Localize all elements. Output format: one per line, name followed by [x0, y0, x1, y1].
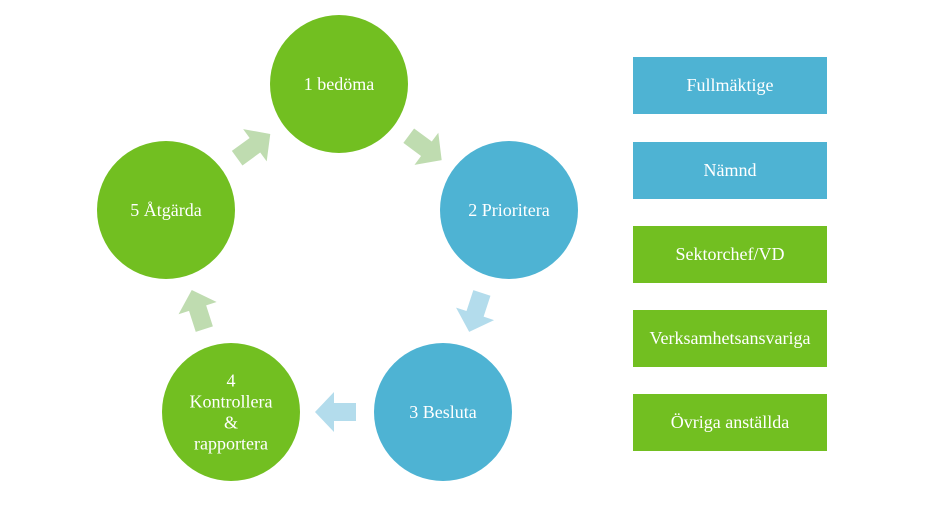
cycle-arrow-icon: [403, 128, 442, 165]
cycle-node-circle: [270, 15, 408, 153]
cycle-arrow-icon: [178, 290, 217, 332]
cycle-node-circle: [440, 141, 578, 279]
role-label: Fullmäktige: [686, 75, 774, 95]
role-label: Övriga anställda: [670, 412, 790, 432]
cycle-node-label: 4: [227, 371, 236, 391]
cycle-node-bedoma: 1 bedöma: [270, 15, 408, 153]
cycle-node-label: 3 Besluta: [409, 402, 477, 422]
cycle-node-besluta: 3 Besluta: [374, 343, 512, 481]
cycle-nodes: 1 bedöma 2 Prioritera 3 Besluta 4Kontroller…: [97, 15, 578, 481]
role-label: Sektorchef/VD: [675, 244, 785, 264]
cycle-node-label: &: [224, 413, 238, 433]
role-box-namnd: Nämnd: [633, 142, 827, 199]
cycle-node-circle: [97, 141, 235, 279]
cycle-node-prioritera: 2 Prioritera: [440, 141, 578, 279]
role-label: Nämnd: [703, 160, 757, 180]
cycle-node-circle: [374, 343, 512, 481]
cycle-arrow-icon: [315, 392, 356, 432]
role-box-ovriga: Övriga anställda: [633, 394, 827, 451]
cycle-node-label: 5 Åtgärda: [130, 200, 201, 220]
role-box-verksamhetsansvariga: Verksamhetsansvariga: [633, 310, 827, 367]
cycle-diagram: 1 bedöma 2 Prioritera 3 Besluta 4Kontroller…: [97, 15, 578, 481]
cycle-arrows: [178, 128, 495, 432]
role-box-fullmaktige: Fullmäktige: [633, 57, 827, 114]
cycle-node-label: 1 bedöma: [304, 74, 374, 94]
cycle-arrow-icon: [231, 129, 271, 166]
cycle-node-label: 2 Prioritera: [468, 200, 549, 220]
cycle-node-circle: [162, 343, 300, 481]
cycle-node-label: Kontrollera: [190, 392, 273, 412]
cycle-arrow-icon: [456, 290, 495, 332]
role-label: Verksamhetsansvariga: [649, 328, 811, 348]
role-box-sektorchef: Sektorchef/VD: [633, 226, 827, 283]
cycle-node-label: rapportera: [194, 434, 268, 454]
cycle-node-atgarda: 5 Åtgärda: [97, 141, 235, 279]
